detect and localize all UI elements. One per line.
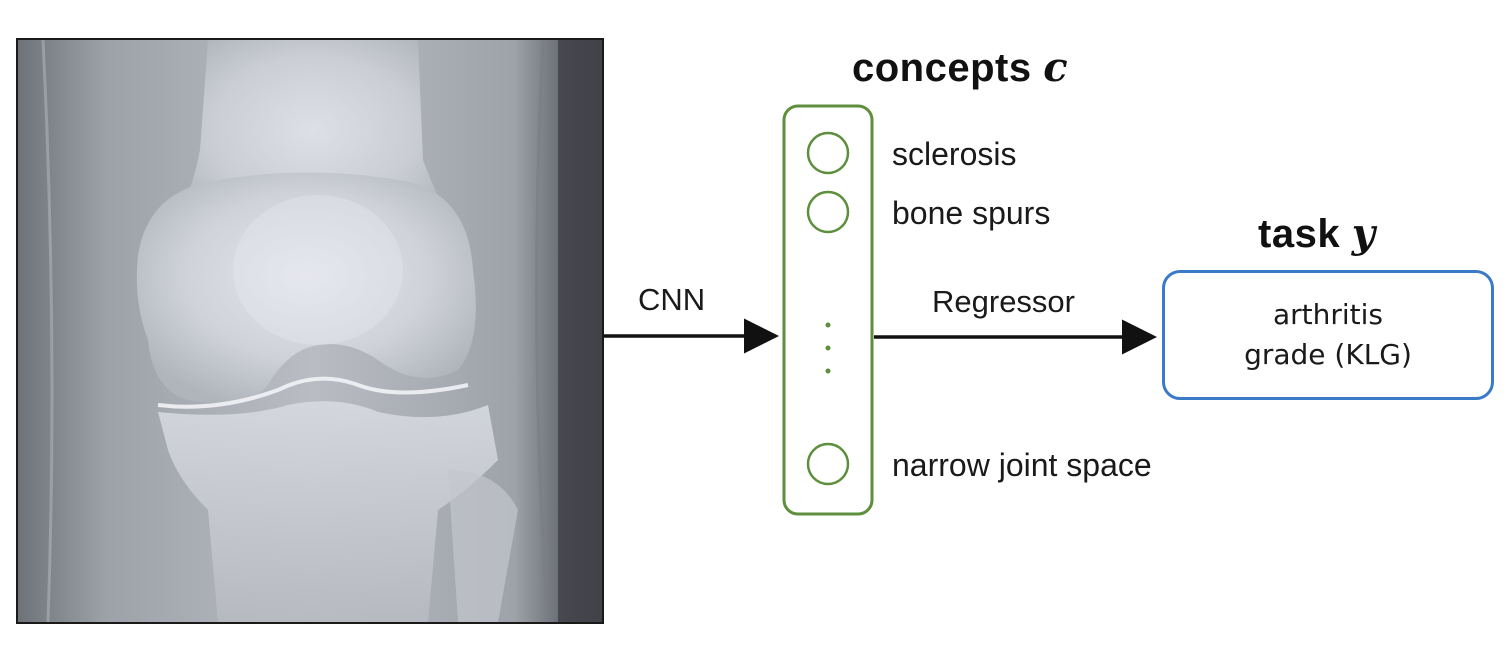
concept-node-bone-spurs (806, 190, 850, 234)
knee-xray-image (16, 38, 604, 624)
concept-node-sclerosis (806, 131, 850, 175)
concept-label-bone-spurs: bone spurs (892, 195, 1051, 231)
task-title-text: task (1258, 212, 1341, 256)
ellipsis-dot (825, 322, 831, 328)
task-line-2: grade (KLG) (1244, 338, 1412, 371)
task-title: task y (1258, 210, 1375, 257)
concept-label-sclerosis: sclerosis (892, 136, 1017, 172)
concepts-symbol: c (1043, 44, 1069, 91)
concepts-title: concepts c (852, 44, 1068, 91)
ellipsis-dot (825, 368, 831, 374)
task-line-1: arthritis (1272, 298, 1384, 331)
task-box: arthritis grade (KLG) (1162, 270, 1494, 400)
regressor-label: Regressor (932, 284, 1075, 319)
concepts-title-text: concepts (852, 46, 1032, 90)
concept-node-narrow-joint-space (806, 442, 850, 486)
task-symbol: y (1351, 210, 1376, 257)
concept-label-narrow-joint-space: narrow joint space (892, 447, 1152, 483)
ellipsis-dot (825, 345, 831, 351)
cnn-label: CNN (638, 282, 706, 317)
concept-box (782, 104, 874, 516)
